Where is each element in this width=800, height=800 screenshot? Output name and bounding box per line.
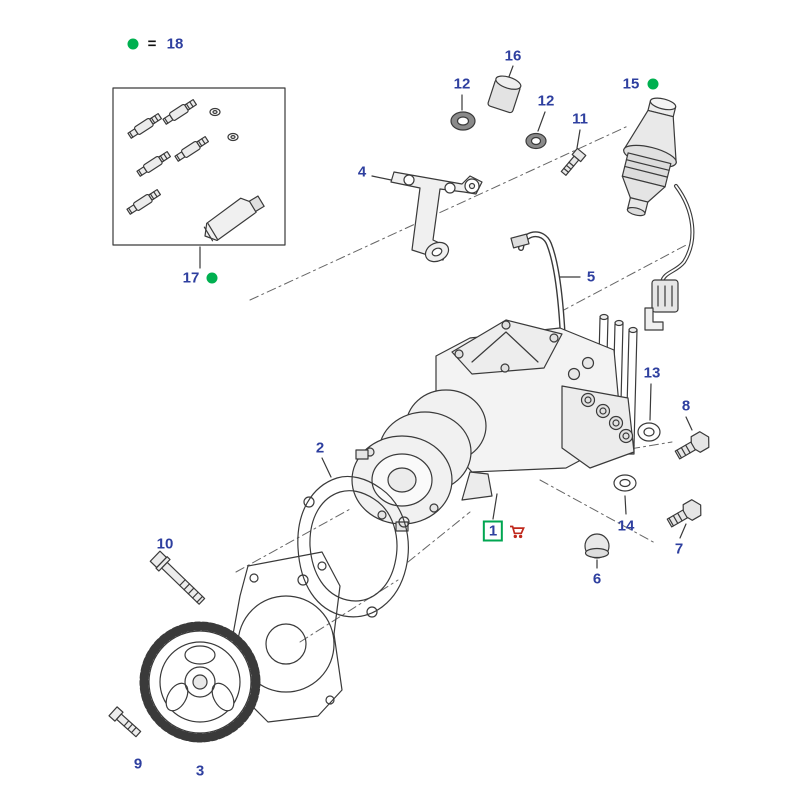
bracket <box>390 171 483 263</box>
cap-6 <box>584 533 610 559</box>
callout-15[interactable]: 15 <box>622 75 640 93</box>
engine-front-cover <box>231 551 343 723</box>
legend-equals: = <box>147 35 157 53</box>
callout-16[interactable]: 16 <box>504 47 522 65</box>
bolt-7 <box>666 499 702 528</box>
callout-12-upper[interactable]: 12 <box>453 75 471 93</box>
kit-seal-rings <box>209 107 239 142</box>
callout-18[interactable]: 18 <box>166 35 184 53</box>
callout-11[interactable]: 11 <box>572 110 588 128</box>
callout-17[interactable]: 17 <box>182 269 200 287</box>
injection-pump <box>351 319 635 532</box>
cap-16 <box>487 75 522 114</box>
availability-dot-icon <box>127 38 139 50</box>
washer-14 <box>613 474 637 492</box>
callout-7[interactable]: 7 <box>674 540 684 558</box>
callout-6[interactable]: 6 <box>592 570 602 588</box>
solenoid-wire <box>660 184 695 284</box>
bolt-11 <box>560 147 587 176</box>
kit-sealant-tube <box>203 195 265 242</box>
kit-fitting <box>126 98 210 215</box>
callout-4[interactable]: 4 <box>357 163 367 181</box>
callout-2[interactable]: 2 <box>315 439 325 457</box>
callout-1-selected[interactable]: 1 <box>482 520 504 542</box>
bolt-8 <box>674 431 710 460</box>
callout-13[interactable]: 13 <box>643 364 661 382</box>
assembly-guide-lines <box>235 125 689 643</box>
solenoid-connector <box>644 279 679 331</box>
callout-8[interactable]: 8 <box>681 397 691 415</box>
kit-box <box>112 87 286 246</box>
pump-gasket <box>297 475 410 618</box>
solenoid <box>621 97 677 217</box>
callout-3[interactable]: 3 <box>195 762 205 780</box>
nut-12-lower <box>525 132 547 150</box>
bolt-9 <box>108 706 142 738</box>
washer-13 <box>637 422 661 442</box>
add-to-cart-icon[interactable] <box>509 525 525 539</box>
bolt-10 <box>149 550 206 605</box>
callout-10[interactable]: 10 <box>156 535 174 553</box>
timing-gear <box>139 621 261 743</box>
availability-dot-icon <box>647 78 659 90</box>
callout-9[interactable]: 9 <box>133 755 143 773</box>
nut-12-upper <box>450 111 476 131</box>
callout-12-lower[interactable]: 12 <box>537 92 555 110</box>
callout-5[interactable]: 5 <box>586 268 596 286</box>
availability-dot-icon <box>206 272 218 284</box>
callout-14[interactable]: 14 <box>617 517 635 535</box>
